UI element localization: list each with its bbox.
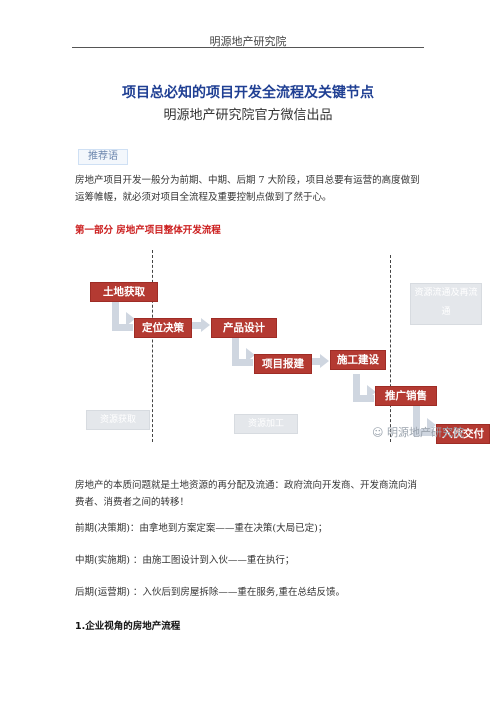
section-heading-2: 1.企业视角的房地产流程 xyxy=(75,621,181,632)
step-delivery: 入伙交付 xyxy=(436,424,490,444)
flow-arrow xyxy=(232,338,253,366)
step-land-acquisition: 土地获取 xyxy=(90,282,158,302)
flow-arrowhead xyxy=(367,385,376,399)
phase-divider-left xyxy=(152,250,153,442)
flow-arrow xyxy=(353,374,374,402)
page-header: 明源地产研究院 xyxy=(209,35,287,48)
step-marketing-sales: 推广销售 xyxy=(375,386,437,406)
header-divider xyxy=(72,47,424,48)
flow-arrowhead xyxy=(427,418,436,432)
step-construction: 施工建设 xyxy=(330,350,386,370)
flow-arrow xyxy=(112,302,133,331)
resource-circulation-label: 资源流通及再流通 xyxy=(410,283,482,325)
flow-arrowhead xyxy=(320,354,329,368)
step-product-design: 产品设计 xyxy=(211,318,277,338)
flow-arrow xyxy=(192,322,202,329)
section-heading-1: 第一部分 房地产项目整体开发流程 xyxy=(75,225,221,236)
document-title: 项目总必知的项目开发全流程及关键节点 xyxy=(122,85,374,101)
resource-processing-label: 资源加工 xyxy=(234,414,298,434)
phase-early: 前期(决策期)：由拿地到方案定案——重在决策(大局已定)； xyxy=(75,523,328,534)
resource-acquisition-label: 资源获取 xyxy=(86,410,150,430)
flow-arrow xyxy=(413,404,434,436)
flow-arrow xyxy=(312,358,321,365)
wechat-icon: ☺ xyxy=(372,426,384,439)
recommend-tag: 推荐语 xyxy=(78,149,128,165)
watermark: ☺ 明源地产研究院 xyxy=(372,426,464,439)
phase-mid: 中期(实施期) ：由施工图设计到入伙——重在执行； xyxy=(75,555,295,566)
flow-arrowhead xyxy=(201,318,210,332)
intro-paragraph: 房地产项目开发一般分为前期、中期、后期 7 大阶段，项目总要有运营的高度做到运筹… xyxy=(75,175,420,203)
flow-arrowhead xyxy=(246,348,255,362)
body-paragraph: 房地产的本质问题就是土地资源的再分配及流通：政府流向开发商、开发商流向消费者、消… xyxy=(75,480,418,508)
step-positioning-decision: 定位决策 xyxy=(134,318,192,338)
phase-divider-right xyxy=(390,255,391,442)
flow-arrowhead xyxy=(126,312,135,326)
document-subtitle: 明源地产研究院官方微信出品 xyxy=(163,108,333,123)
phase-late: 后期(运营期) ：入伙后到房屋拆除——重在服务,重在总结反馈。 xyxy=(75,587,345,598)
step-project-approval: 项目报建 xyxy=(254,354,312,374)
